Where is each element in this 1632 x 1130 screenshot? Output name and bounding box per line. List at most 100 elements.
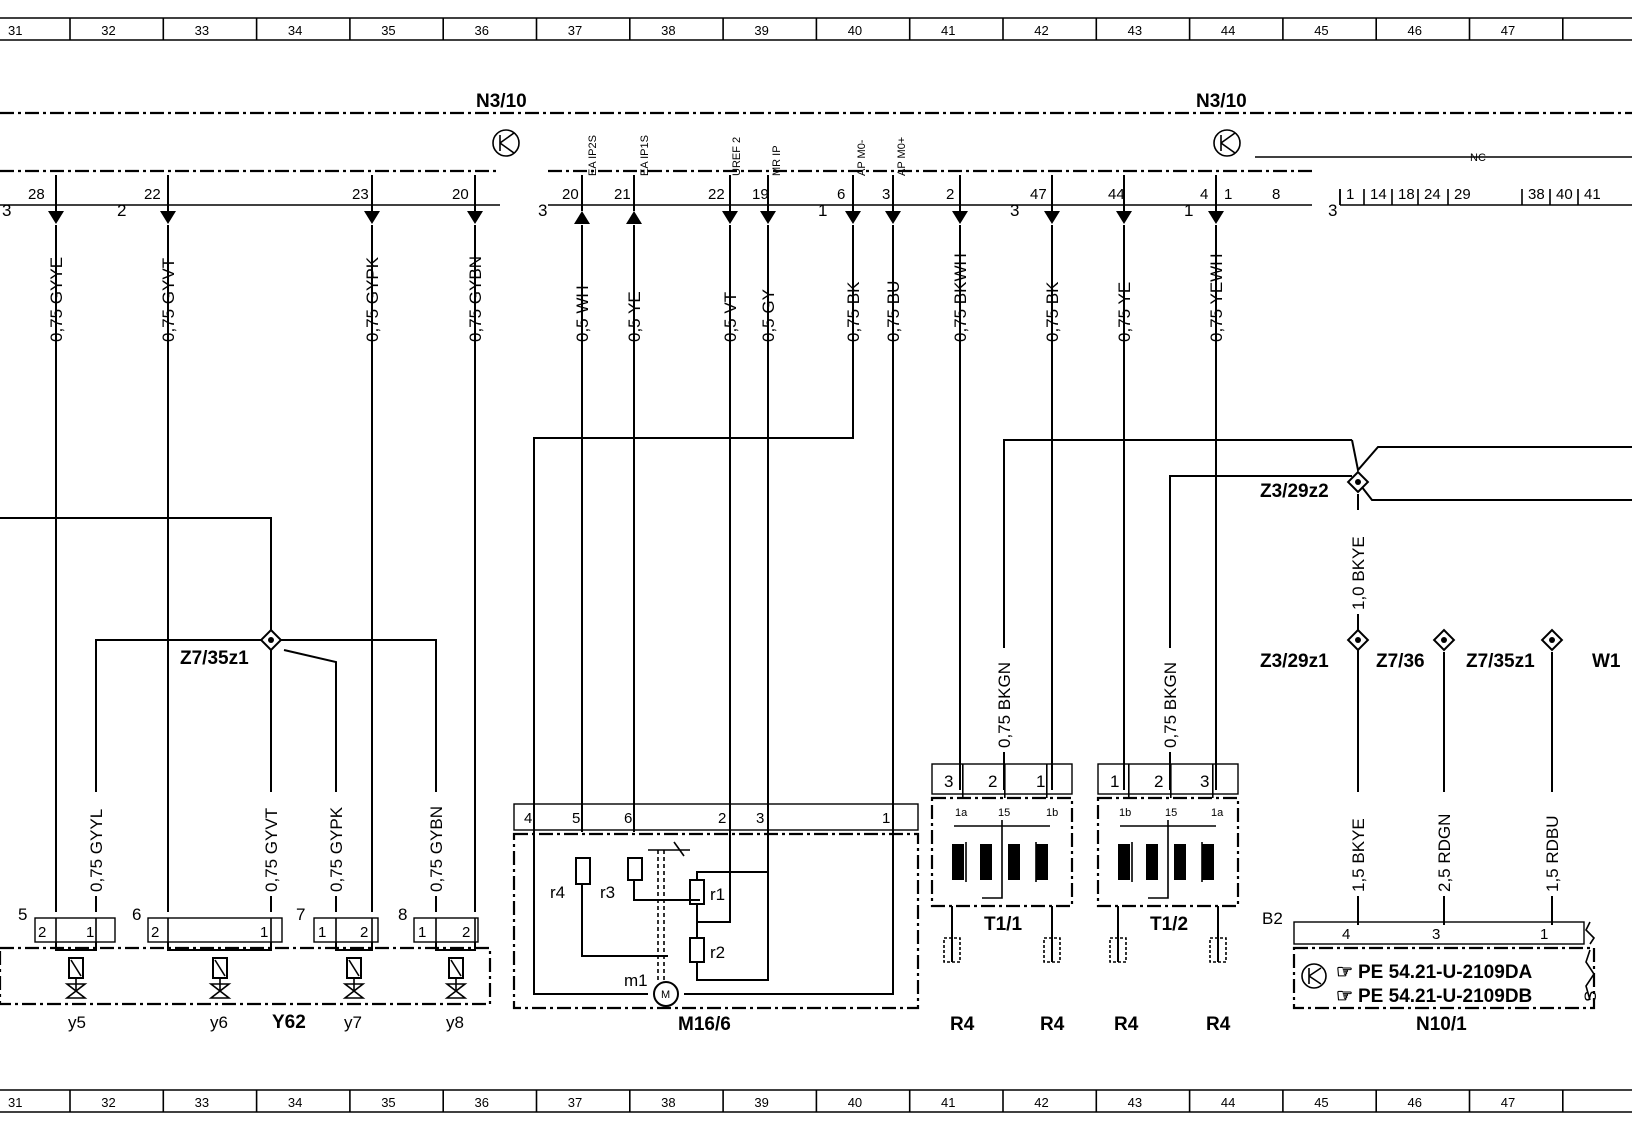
- component-label-t1-1: T1/1: [984, 914, 1022, 935]
- pin-number: 3: [882, 186, 890, 203]
- splice-label-z7-35z1: Z7/35z1: [180, 648, 249, 669]
- pin-number: 1a: [1211, 807, 1224, 819]
- connector-bars: [0, 111, 1632, 206]
- motor-label-m1: m1: [624, 971, 648, 990]
- pin-number: 2: [718, 810, 726, 827]
- pin-number: 1a: [955, 807, 968, 819]
- pin-number: 21: [614, 186, 631, 203]
- ruler-number: 45: [1314, 1095, 1328, 1110]
- pin-number: 2: [988, 772, 997, 791]
- pin-number: 1: [1036, 772, 1045, 791]
- plug-number: 1: [1184, 201, 1193, 220]
- pin-number: 1: [260, 924, 268, 941]
- pin-number: 2: [946, 186, 954, 203]
- pin-number: 6: [624, 810, 632, 827]
- arrow-up-icon: [626, 211, 642, 224]
- ignition-coil: [1096, 796, 1240, 908]
- ruler-number: 44: [1221, 23, 1235, 38]
- ruler-number: 32: [101, 23, 115, 38]
- splice-label-w1: W1: [1592, 651, 1621, 672]
- plug-number: 3: [1328, 201, 1337, 220]
- pin-number: 15: [1165, 807, 1177, 819]
- wire-label: 0,75 GYBN: [427, 806, 446, 892]
- pin-number: 24: [1424, 186, 1441, 203]
- pin-number: 47: [1030, 186, 1047, 203]
- resistor-label: r1: [710, 885, 725, 904]
- hand-icon: ☞: [1336, 986, 1353, 1007]
- resistor-label: r3: [600, 883, 615, 902]
- splice-label-z3-29z2: Z3/29z2: [1260, 481, 1329, 502]
- transistor-icon: [1213, 129, 1241, 157]
- pin-number: 41: [1584, 186, 1601, 203]
- arrow-down-icon: [48, 211, 64, 224]
- ruler-number: 47: [1501, 23, 1515, 38]
- ruler-number: 36: [475, 23, 489, 38]
- pin-number: 3: [1200, 772, 1209, 791]
- ruler-number: 42: [1034, 1095, 1048, 1110]
- hand-icon: ☞: [1336, 962, 1353, 983]
- pin-number: 15: [998, 807, 1010, 819]
- arrow-up-icon: [574, 211, 590, 224]
- pin-number: 4: [1200, 186, 1208, 203]
- ruler-number: 34: [288, 1095, 302, 1110]
- splice-label-z7-35z1-b: Z7/35z1: [1466, 651, 1535, 672]
- pin-number: 1: [1224, 186, 1232, 203]
- pin-number: 20: [562, 186, 579, 203]
- wire-label: 0,75 GYPK: [327, 806, 346, 892]
- component-label-y62: Y62: [272, 1012, 306, 1033]
- reference-text[interactable]: PE 54.21-U-2109DA: [1358, 962, 1533, 983]
- pin-number: 22: [708, 186, 725, 203]
- ruler-number: 41: [941, 23, 955, 38]
- valve-label: y8: [446, 1013, 464, 1032]
- pin-number: 2: [1154, 772, 1163, 791]
- ruler-number: 32: [101, 1095, 115, 1110]
- pin-number: 4: [524, 810, 532, 827]
- pin-number: 22: [144, 186, 161, 203]
- pin-number: 38: [1528, 186, 1545, 203]
- signal-label: AP M0-: [856, 139, 868, 176]
- arrow-down-icon: [722, 211, 738, 224]
- connector-label-n3-10: N3/10: [476, 91, 527, 112]
- pin-number: 1: [418, 924, 426, 941]
- ruler-number: 39: [754, 23, 768, 38]
- pin-number: 19: [752, 186, 769, 203]
- pin-number: 1b: [1046, 807, 1058, 819]
- pin-number: 2: [151, 924, 159, 941]
- wire-label: 1,0 BKYE: [1349, 536, 1368, 610]
- arrow-down-icon: [885, 211, 901, 224]
- plug-number: 3: [2, 201, 11, 220]
- ruler-number: 37: [568, 23, 582, 38]
- motor-block-m16-6: M: [512, 803, 920, 1010]
- pin-number: 3: [944, 772, 953, 791]
- pin-number: 18: [1398, 186, 1415, 203]
- component-label-r4: R4: [1206, 1014, 1231, 1035]
- pin-number: 2: [462, 924, 470, 941]
- reference-text[interactable]: PE 54.21-U-2109DB: [1358, 986, 1532, 1007]
- plug-number: 3: [538, 201, 547, 220]
- wires: [0, 225, 1632, 925]
- spark-plug-icon: [1209, 937, 1227, 963]
- spark-plug-icon: [1043, 937, 1061, 963]
- valve-label: y5: [68, 1013, 86, 1032]
- arrow-down-icon: [760, 211, 776, 224]
- signal-label: AP M0+: [896, 137, 908, 176]
- svg-text:M: M: [661, 989, 670, 1001]
- signal-label: EA IP1S: [639, 135, 651, 176]
- arrow-down-icon: [1208, 211, 1224, 224]
- pin-number: 44: [1108, 186, 1125, 203]
- arrow-down-icon: [1044, 211, 1060, 224]
- pin-number: 29: [1454, 186, 1471, 203]
- component-label-r4: R4: [1040, 1014, 1065, 1035]
- pin-number: 2: [360, 924, 368, 941]
- splice-label-z7-36: Z7/36: [1376, 651, 1425, 672]
- splice-label-z3-29z1: Z3/29z1: [1260, 651, 1329, 672]
- arrow-down-icon: [467, 211, 483, 224]
- ruler-number: 46: [1408, 1095, 1422, 1110]
- ruler-number: 39: [754, 1095, 768, 1110]
- ruler-number: 43: [1128, 23, 1142, 38]
- ruler-number: 34: [288, 23, 302, 38]
- wire-label: 0,75 BKGN: [995, 662, 1014, 748]
- component-label-n10-1: N10/1: [1416, 1014, 1467, 1035]
